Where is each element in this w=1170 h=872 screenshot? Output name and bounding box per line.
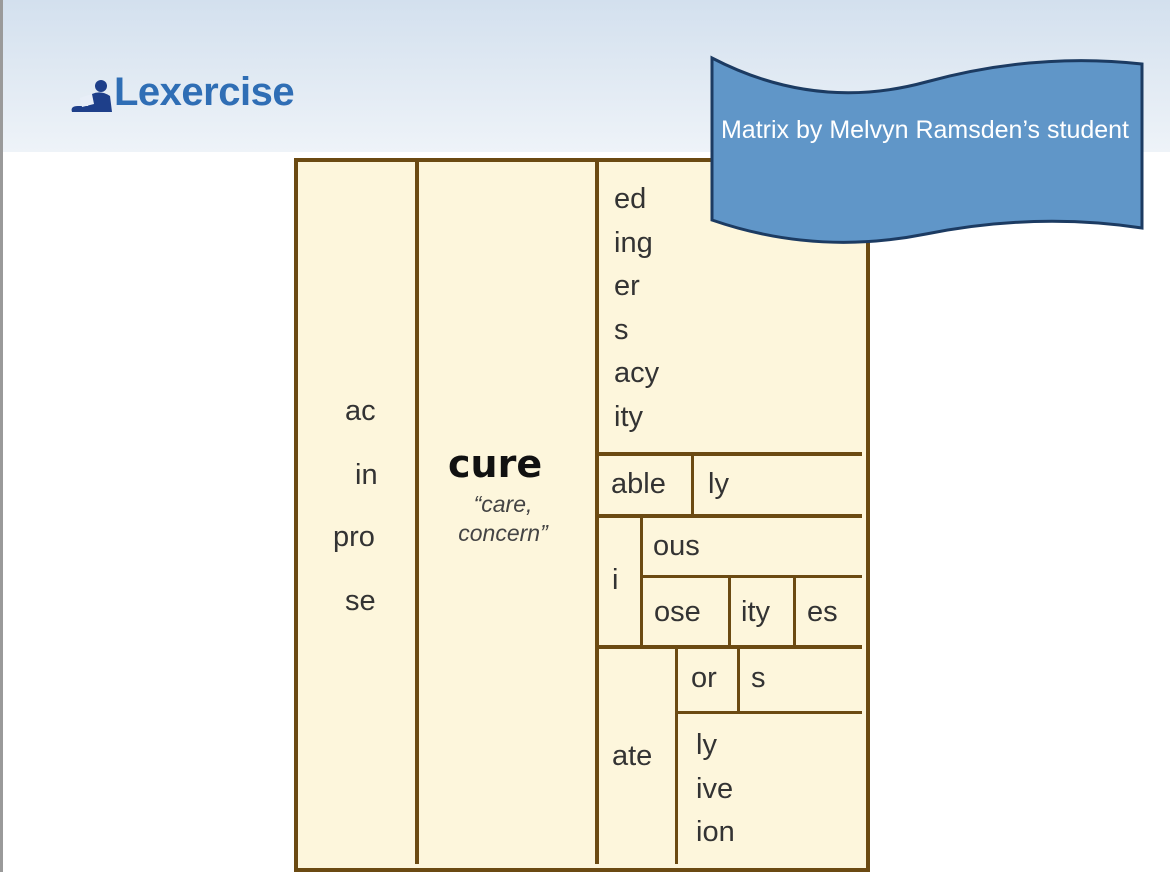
prefix: pro bbox=[333, 521, 375, 553]
divider bbox=[599, 645, 862, 649]
window-edge bbox=[0, 0, 3, 872]
suffix: ive bbox=[696, 772, 734, 805]
suffix: s bbox=[751, 662, 766, 694]
divider bbox=[691, 456, 694, 516]
reader-icon bbox=[71, 80, 112, 112]
divider bbox=[643, 575, 862, 578]
suffix: es bbox=[807, 596, 838, 628]
suffix: acy bbox=[614, 357, 660, 389]
suffix: ion bbox=[696, 816, 735, 848]
prefix: in bbox=[355, 459, 378, 491]
divider bbox=[415, 162, 419, 864]
suffix: ing bbox=[614, 226, 653, 259]
divider bbox=[675, 649, 678, 864]
divider bbox=[678, 711, 862, 714]
divider bbox=[595, 162, 599, 864]
base-gloss: “care, concern” bbox=[458, 491, 548, 546]
banner-text: Matrix by Melvyn Ramsden’s student bbox=[720, 116, 1130, 144]
divider bbox=[737, 649, 740, 712]
suffix: s bbox=[614, 313, 629, 346]
suffix: ed bbox=[614, 183, 647, 215]
divider bbox=[599, 452, 862, 456]
suffix: ity bbox=[614, 400, 643, 433]
suffix: er bbox=[614, 270, 640, 302]
suffix: or bbox=[691, 662, 717, 694]
divider bbox=[728, 578, 731, 646]
suffix: ly bbox=[696, 729, 717, 761]
logo-text: Lexercise bbox=[114, 70, 295, 114]
prefix: se bbox=[345, 585, 376, 617]
suffix: ous bbox=[653, 530, 700, 562]
suffix: ose bbox=[654, 596, 701, 628]
divider bbox=[793, 578, 796, 646]
ate-suffix-list: ly ive ion bbox=[696, 724, 735, 855]
suffix: i bbox=[612, 564, 619, 596]
suffix: able bbox=[611, 468, 666, 500]
divider bbox=[599, 514, 862, 518]
suffix: ly bbox=[708, 468, 729, 500]
suffix-list: ed ing er s acy ity bbox=[614, 178, 659, 439]
prefix: ac bbox=[345, 395, 376, 427]
lexercise-logo: Lexercise bbox=[68, 70, 295, 114]
base-word: cure bbox=[448, 442, 543, 486]
callout-banner bbox=[710, 55, 1144, 244]
suffix: ity bbox=[741, 596, 770, 628]
suffix: ate bbox=[612, 740, 653, 772]
divider bbox=[640, 518, 643, 646]
